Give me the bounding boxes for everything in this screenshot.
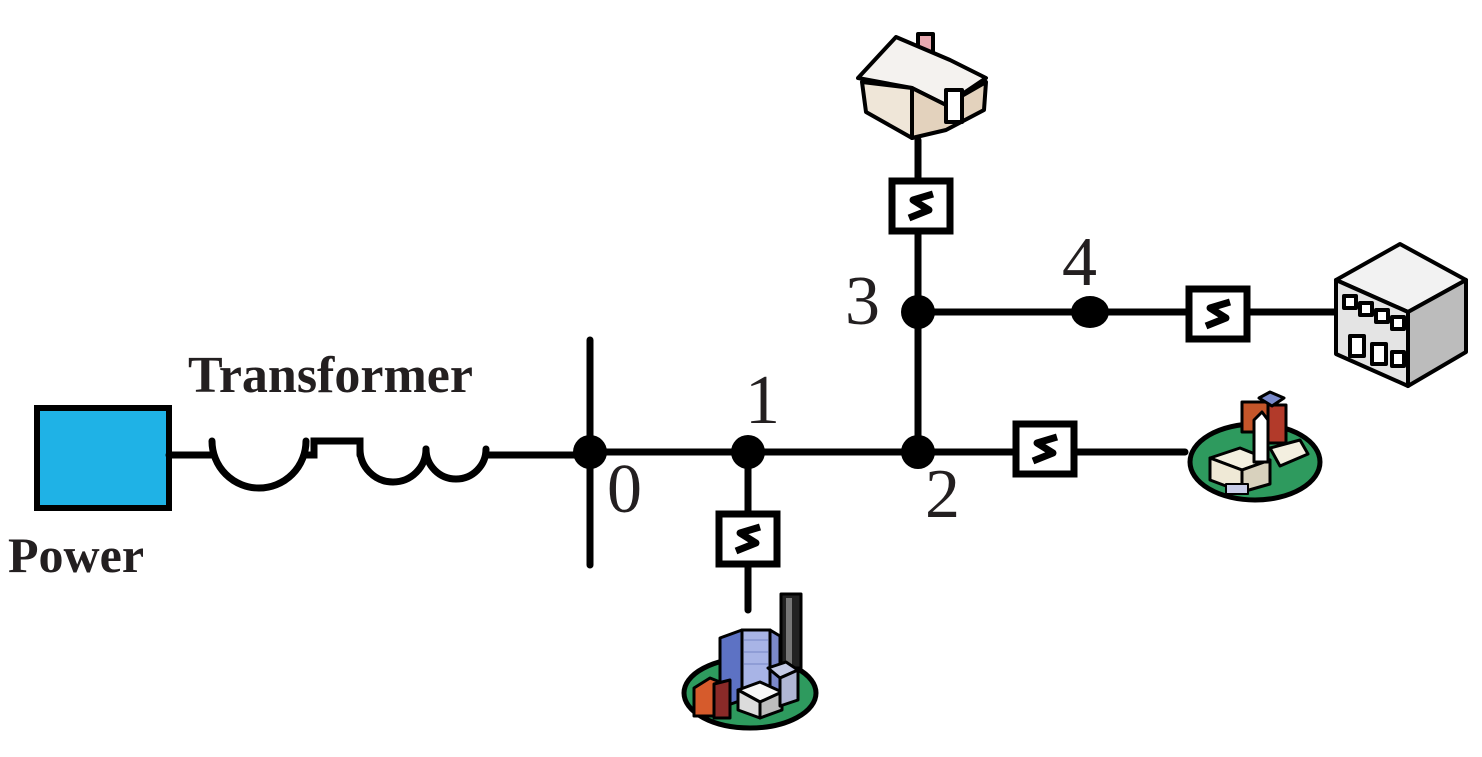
switch-icon — [892, 181, 950, 231]
node-3-label: 3 — [845, 263, 880, 340]
node-1-dot — [731, 435, 765, 469]
node-2-label: 2 — [925, 456, 960, 533]
power-label: Power — [8, 527, 144, 583]
node-1-label: 1 — [745, 362, 780, 439]
switch-icon — [1189, 289, 1247, 339]
city-cluster-icon — [681, 592, 819, 731]
node-2-dot — [901, 435, 935, 469]
switch-icon — [719, 514, 777, 564]
switch-icon — [1016, 424, 1074, 474]
node-0-label: 0 — [607, 451, 642, 528]
office-building-icon — [1334, 242, 1468, 388]
node-0-dot — [573, 435, 607, 469]
house-icon — [856, 32, 988, 140]
node-3-dot — [901, 295, 935, 329]
church-campus-icon — [1187, 390, 1323, 503]
transformer-icon — [208, 437, 594, 492]
power-source-icon — [34, 405, 172, 511]
node-4-dot — [1071, 296, 1109, 328]
transformer-label: Transformer — [188, 347, 473, 404]
node-4-label: 4 — [1062, 224, 1097, 301]
